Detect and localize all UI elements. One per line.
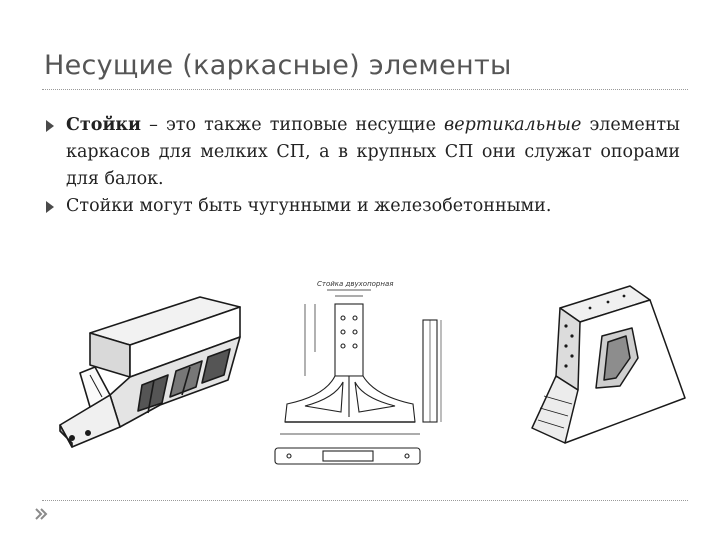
- bullet-item-2: Стойки могут быть чугунными и железобето…: [44, 193, 680, 220]
- term-stoyki: Стойки: [66, 115, 142, 135]
- concrete-column-image: [531, 285, 686, 444]
- triangle-bullet-icon: [46, 120, 54, 132]
- bullet-item-1: Стойки – это также типовые несущие верти…: [44, 112, 680, 193]
- bullet-1-text-a: – это также типовые несущие: [141, 115, 445, 135]
- slide-title: Несущие (каркасные) элементы: [44, 50, 512, 81]
- cast-iron-column-image: [59, 296, 241, 448]
- title-separator: [42, 89, 688, 90]
- footer-separator: [42, 500, 688, 501]
- column-technical-drawing: Стойка двухопорная: [274, 280, 442, 465]
- bullet-1-text-b: элементы каркасов для мелких СП, а в кру…: [66, 115, 680, 189]
- triangle-bullet-icon: [46, 201, 54, 213]
- drawing-caption: Стойка двухопорная: [317, 280, 393, 288]
- bullet-1-italic: вертикальные: [444, 115, 582, 135]
- double-chevron-icon[interactable]: [34, 507, 48, 521]
- bullet-list: Стойки – это также типовые несущие верти…: [44, 112, 680, 220]
- bullet-2-text: Стойки могут быть чугунными и железобето…: [66, 196, 552, 216]
